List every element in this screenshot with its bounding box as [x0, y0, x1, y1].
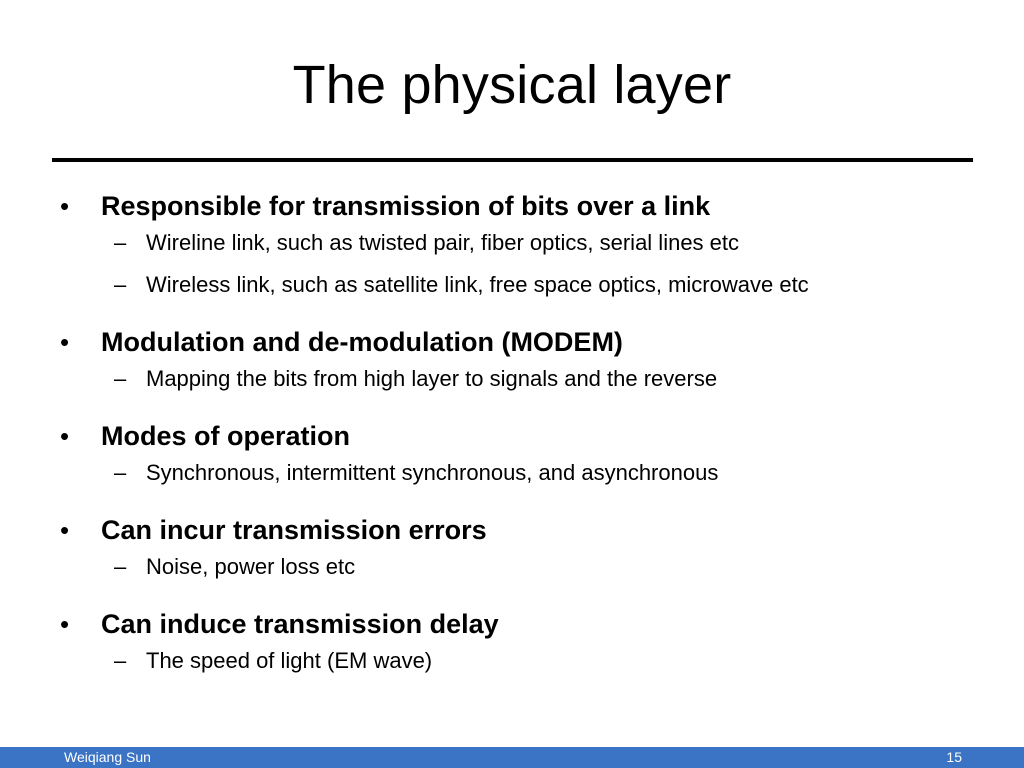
sub-bullet-list: – Noise, power loss etc	[0, 550, 1024, 592]
bullet-dot-icon: •	[60, 609, 70, 639]
dash-icon: –	[114, 366, 127, 391]
sub-bullet-item: – The speed of light (EM wave)	[0, 644, 1024, 686]
sub-bullet-item: – Wireline link, such as twisted pair, f…	[0, 226, 1024, 268]
sub-bullet-text: Synchronous, intermittent synchronous, a…	[146, 460, 719, 485]
sub-bullet-text: Noise, power loss etc	[146, 554, 356, 579]
sub-bullet-list: – The speed of light (EM wave)	[0, 644, 1024, 686]
sub-bullet-list: – Mapping the bits from high layer to si…	[0, 362, 1024, 404]
bullet-dot-icon: •	[60, 421, 70, 451]
bullet-text: Responsible for transmission of bits ove…	[101, 191, 711, 221]
bullet-list: • Responsible for transmission of bits o…	[0, 186, 1024, 686]
sub-bullet-item: – Synchronous, intermittent synchronous,…	[0, 456, 1024, 498]
bullet-item: • Modes of operation – Synchronous, inte…	[0, 416, 1024, 498]
bullet-item: • Responsible for transmission of bits o…	[0, 186, 1024, 310]
bullet-dot-icon: •	[60, 515, 70, 545]
dash-icon: –	[114, 272, 127, 297]
bullet-item: • Can incur transmission errors – Noise,…	[0, 510, 1024, 592]
bullet-item: • Can induce transmission delay – The sp…	[0, 604, 1024, 686]
dash-icon: –	[114, 460, 127, 485]
sub-bullet-item: – Wireless link, such as satellite link,…	[0, 268, 1024, 310]
bullet-text: Can induce transmission delay	[101, 609, 499, 639]
sub-bullet-text: Wireless link, such as satellite link, f…	[146, 272, 809, 297]
footer-author: Weiqiang Sun	[64, 749, 151, 765]
dash-icon: –	[114, 230, 127, 255]
sub-bullet-list: – Synchronous, intermittent synchronous,…	[0, 456, 1024, 498]
bullet-text: Modes of operation	[101, 421, 350, 451]
sub-bullet-list: – Wireline link, such as twisted pair, f…	[0, 226, 1024, 310]
title-divider	[52, 158, 973, 162]
sub-bullet-text: The speed of light (EM wave)	[146, 648, 433, 673]
sub-bullet-item: – Noise, power loss etc	[0, 550, 1024, 592]
bullet-item: • Modulation and de-modulation (MODEM) –…	[0, 322, 1024, 404]
sub-bullet-item: – Mapping the bits from high layer to si…	[0, 362, 1024, 404]
page-number: 15	[946, 749, 962, 765]
footer-bar: Weiqiang Sun 15	[0, 747, 1024, 768]
slide-title: The physical layer	[292, 55, 732, 115]
sub-bullet-text: Mapping the bits from high layer to sign…	[146, 366, 718, 391]
dash-icon: –	[114, 554, 127, 579]
bullet-text: Modulation and de-modulation (MODEM)	[101, 327, 623, 357]
bullet-text: Can incur transmission errors	[101, 515, 487, 545]
sub-bullet-text: Wireline link, such as twisted pair, fib…	[146, 230, 740, 255]
bullet-dot-icon: •	[60, 327, 70, 357]
bullet-dot-icon: •	[60, 191, 70, 221]
dash-icon: –	[114, 648, 127, 673]
